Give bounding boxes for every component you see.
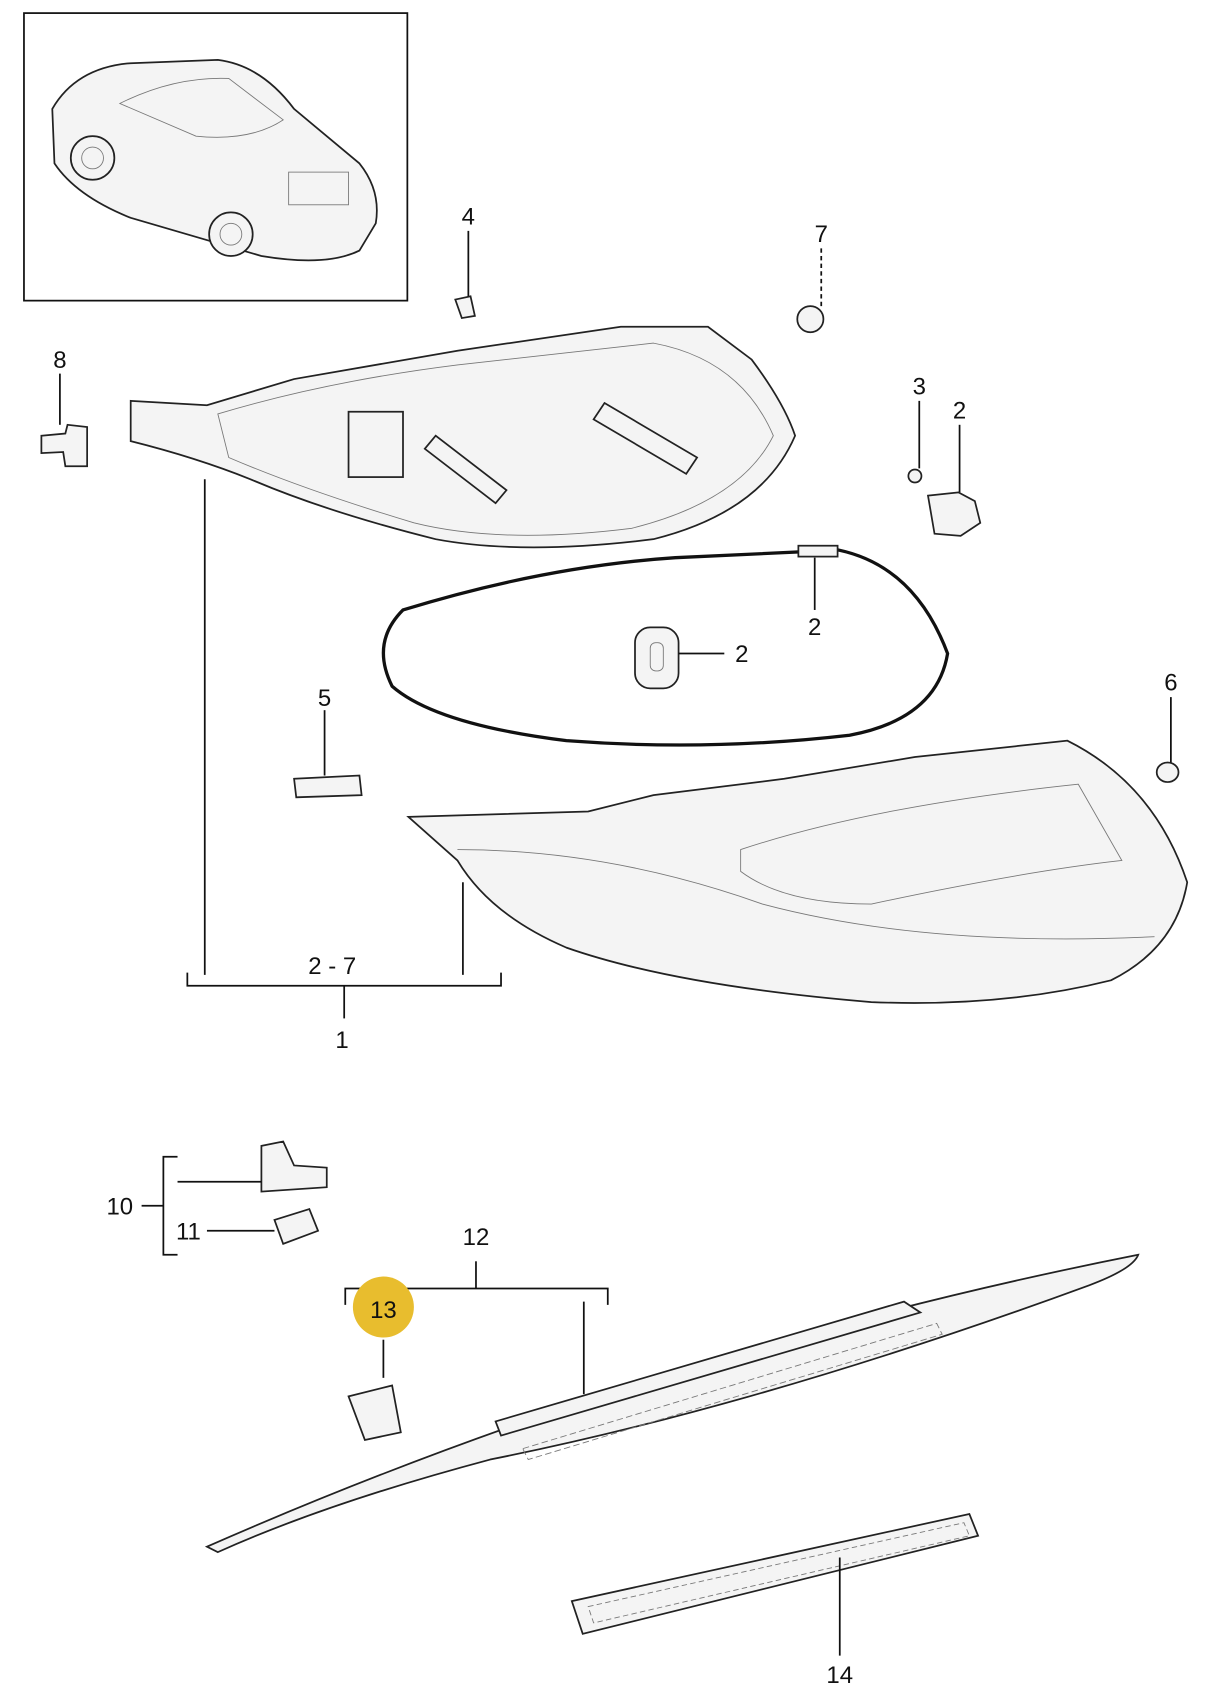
part-2-bulb-holder (926, 491, 982, 537)
callout-11[interactable]: 11 (176, 1219, 201, 1246)
callout-6[interactable]: 6 (1164, 670, 1177, 697)
callout-12[interactable]: 12 (463, 1224, 490, 1251)
third-brake-light (204, 1253, 1140, 1554)
callout-14[interactable]: 14 (826, 1662, 853, 1689)
tail-light-housing (129, 325, 797, 549)
vehicle-overview-thumbnail (23, 12, 409, 302)
callout-2[interactable]: 2 (808, 614, 821, 641)
housing-seal-gasket (381, 548, 950, 747)
part-11-bulb (273, 1207, 320, 1246)
callout-1[interactable]: 1 (335, 1027, 348, 1054)
callout-7[interactable]: 7 (815, 221, 828, 248)
part-13-clip (347, 1384, 402, 1441)
highlight-marker[interactable] (352, 1276, 414, 1338)
leader-lines (59, 230, 1172, 1656)
callout-4[interactable]: 4 (462, 203, 475, 230)
tail-light-lens (406, 739, 1189, 1004)
part-4-screw (454, 295, 476, 320)
part-10-socket (260, 1140, 328, 1193)
part-3-screw (907, 468, 923, 484)
callout-3[interactable]: 3 (913, 373, 926, 400)
callout-2[interactable]: 2 (735, 641, 748, 668)
gasket-connector (797, 544, 839, 558)
led-strip (570, 1512, 980, 1635)
callout-2[interactable]: 2 (953, 397, 966, 424)
part-8-clip (40, 423, 89, 468)
callout-range-2-7[interactable]: 2 - 7 (308, 953, 356, 980)
callout-13[interactable]: 13 (370, 1297, 397, 1324)
callout-8[interactable]: 8 (53, 347, 66, 374)
callout-10[interactable]: 10 (106, 1193, 133, 1220)
part-7-nut (796, 305, 825, 334)
part-5-clip (293, 774, 363, 799)
part-6-cap (1155, 761, 1180, 783)
grommet (634, 626, 680, 690)
callout-5[interactable]: 5 (318, 685, 331, 712)
